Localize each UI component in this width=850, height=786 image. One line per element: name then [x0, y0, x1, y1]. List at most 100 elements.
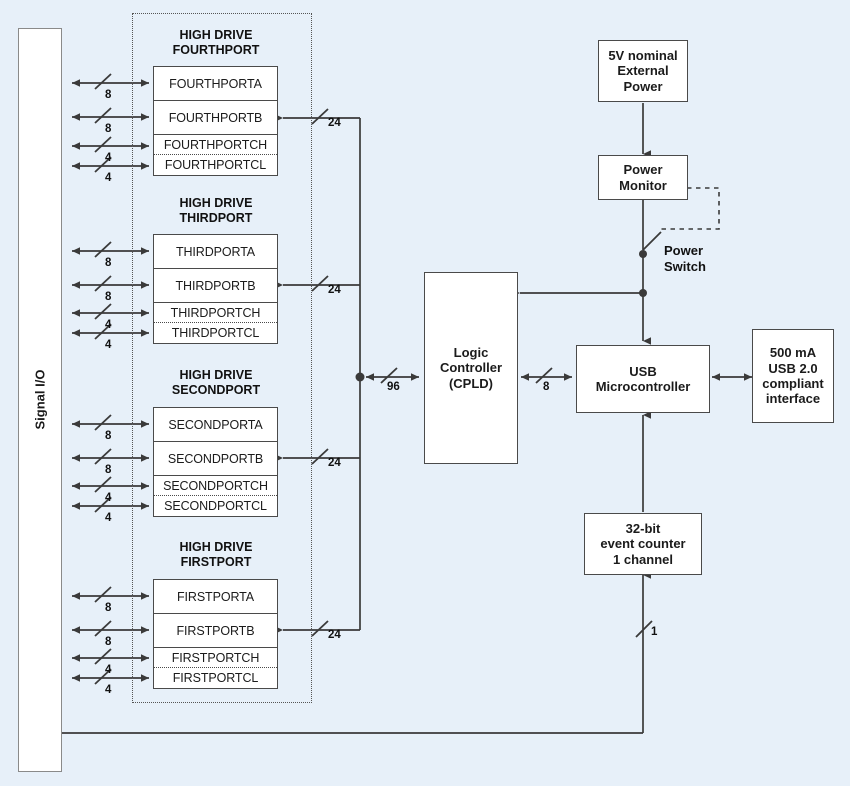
- usb-interface-line4: interface: [765, 391, 821, 407]
- port-row-label: THIRDPORTB: [175, 278, 256, 293]
- port-row-thirdportch: THIRDPORTCH: [154, 303, 277, 323]
- group-title-line2: SECONDPORT: [171, 382, 261, 397]
- bus-width-firstporta: 8: [105, 602, 112, 614]
- logic-controller-line3: (CPLD): [448, 375, 494, 391]
- usb-microcontroller-line1: USB: [629, 363, 657, 379]
- usb-interface-line3: compliant: [762, 376, 824, 391]
- port-row-label: FIRSTPORTB: [176, 623, 255, 638]
- bus-width-secondportch: 4: [105, 492, 112, 504]
- bus-width-thirdportcl: 4: [105, 339, 112, 351]
- bus-width-firstport-branch: 24: [328, 629, 341, 641]
- port-row-thirdporta: THIRDPORTA: [154, 235, 277, 269]
- bus-width-secondport-branch: 24: [328, 457, 341, 469]
- port-row-fourthportb: FOURTHPORTB: [154, 101, 277, 135]
- portbox-fourthport: FOURTHPORTA FOURTHPORTB FOURTHPORTCH FOU…: [153, 66, 278, 176]
- bus-width-secondporta: 8: [105, 430, 112, 442]
- bus-width-secondportb: 8: [105, 464, 112, 476]
- external-power-line1: 5V nominal: [608, 48, 678, 63]
- group-title-line1: HIGH DRIVE: [179, 196, 253, 210]
- bus-width-thirdportb: 8: [105, 291, 112, 303]
- usb-interface-block[interactable]: 500 mA USB 2.0 compliant interface: [752, 329, 834, 423]
- external-power-block[interactable]: 5V nominal External Power: [598, 40, 688, 102]
- power-monitor-block[interactable]: Power Monitor: [598, 155, 688, 200]
- group-title-line2: FOURTHPORT: [172, 42, 260, 57]
- port-row-secondporta: SECONDPORTA: [154, 408, 277, 442]
- bus-width-fourthportb: 8: [105, 123, 112, 135]
- port-row-label: FIRSTPORTA: [176, 589, 254, 604]
- port-row-fourthporta: FOURTHPORTA: [154, 67, 277, 101]
- port-row-thirdportcl: THIRDPORTCL: [154, 323, 277, 343]
- group-title-fourthport: HIGH DRIVE FOURTHPORT: [153, 28, 279, 58]
- port-row-fourthportcl: FOURTHPORTCL: [154, 155, 277, 175]
- power-monitor-line2: Monitor: [619, 177, 667, 193]
- bus-width-thirdport-branch: 24: [328, 284, 341, 296]
- external-power-line2: External: [617, 63, 669, 79]
- port-row-secondportb: SECONDPORTB: [154, 442, 277, 476]
- bus-width-thirdporta: 8: [105, 257, 112, 269]
- port-row-firstportb: FIRSTPORTB: [154, 614, 277, 648]
- portbox-thirdport: THIRDPORTA THIRDPORTB THIRDPORTCH THIRDP…: [153, 234, 278, 344]
- portbox-secondport: SECONDPORTA SECONDPORTB SECONDPORTCH SEC…: [153, 407, 278, 517]
- group-title-firstport: HIGH DRIVE FIRSTPORT: [153, 540, 279, 570]
- group-title-secondport: HIGH DRIVE SECONDPORT: [153, 368, 279, 398]
- bus-width-fourthportcl: 4: [105, 172, 112, 184]
- port-row-fourthportch: FOURTHPORTCH: [154, 135, 277, 155]
- port-row-firstportcl: FIRSTPORTCL: [154, 668, 277, 688]
- bus-width-fourthport-branch: 24: [328, 117, 341, 129]
- bus-width-secondportcl: 4: [105, 512, 112, 524]
- port-row-label: THIRDPORTCL: [171, 326, 260, 340]
- port-row-label: SECONDPORTCH: [163, 478, 268, 493]
- port-row-secondportcl: SECONDPORTCL: [154, 496, 277, 516]
- group-title-line2: THIRDPORT: [179, 210, 253, 225]
- event-counter-line1: 32-bit: [625, 521, 661, 536]
- logic-controller-block[interactable]: Logic Controller (CPLD): [424, 272, 518, 464]
- group-title-line2: FIRSTPORT: [180, 554, 252, 569]
- event-counter-line2: event counter: [600, 536, 686, 552]
- event-counter-line3: 1 channel: [613, 551, 673, 567]
- bus-width-firstportcl: 4: [105, 684, 112, 696]
- signal-io-label: Signal I/O: [32, 369, 48, 430]
- power-switch-line2: Switch: [664, 258, 706, 274]
- power-switch-label: Power Switch: [664, 243, 706, 274]
- port-row-label: FOURTHPORTA: [169, 76, 262, 91]
- usb-microcontroller-block[interactable]: USB Microcontroller: [576, 345, 710, 413]
- port-row-firstporta: FIRSTPORTA: [154, 580, 277, 614]
- port-row-label: FOURTHPORTCH: [163, 137, 268, 152]
- port-row-label: FOURTHPORTB: [168, 110, 263, 125]
- usb-interface-line1: 500 mA: [769, 345, 817, 361]
- port-row-label: SECONDPORTA: [168, 417, 263, 432]
- bus-width-counter-1: 1: [651, 626, 658, 638]
- port-row-thirdportb: THIRDPORTB: [154, 269, 277, 303]
- usb-microcontroller-line2: Microcontroller: [595, 379, 691, 394]
- port-row-label: FOURTHPORTCL: [164, 158, 267, 172]
- group-title-line1: HIGH DRIVE: [179, 28, 253, 42]
- port-row-secondportch: SECONDPORTCH: [154, 476, 277, 496]
- group-title-thirdport: HIGH DRIVE THIRDPORT: [153, 196, 279, 226]
- external-power-line3: Power: [623, 78, 663, 94]
- bus-width-thirdportch: 4: [105, 319, 112, 331]
- port-row-label: THIRDPORTA: [175, 244, 256, 259]
- power-monitor-line1: Power: [623, 162, 663, 178]
- port-row-label: SECONDPORTB: [167, 451, 264, 466]
- port-row-label: SECONDPORTCL: [164, 499, 267, 513]
- group-title-line1: HIGH DRIVE: [179, 368, 253, 382]
- bus-width-96: 96: [387, 381, 400, 393]
- power-switch-line1: Power: [664, 243, 704, 258]
- port-row-label: FIRSTPORTCH: [171, 650, 260, 665]
- portbox-firstport: FIRSTPORTA FIRSTPORTB FIRSTPORTCH FIRSTP…: [153, 579, 278, 689]
- bus-width-8-usb: 8: [543, 381, 550, 393]
- bus-width-firstportb: 8: [105, 636, 112, 648]
- port-row-firstportch: FIRSTPORTCH: [154, 648, 277, 668]
- port-row-label: FIRSTPORTCL: [172, 671, 259, 685]
- group-title-line1: HIGH DRIVE: [179, 540, 253, 554]
- bus-width-fourthporta: 8: [105, 89, 112, 101]
- event-counter-block[interactable]: 32-bit event counter 1 channel: [584, 513, 702, 575]
- usb-interface-line2: USB 2.0: [768, 360, 818, 376]
- signal-io-bar: [18, 28, 62, 772]
- bus-width-firstportch: 4: [105, 664, 112, 676]
- port-row-label: THIRDPORTCH: [170, 305, 261, 320]
- logic-controller-line1: Logic: [453, 345, 489, 360]
- logic-controller-line2: Controller: [439, 360, 503, 376]
